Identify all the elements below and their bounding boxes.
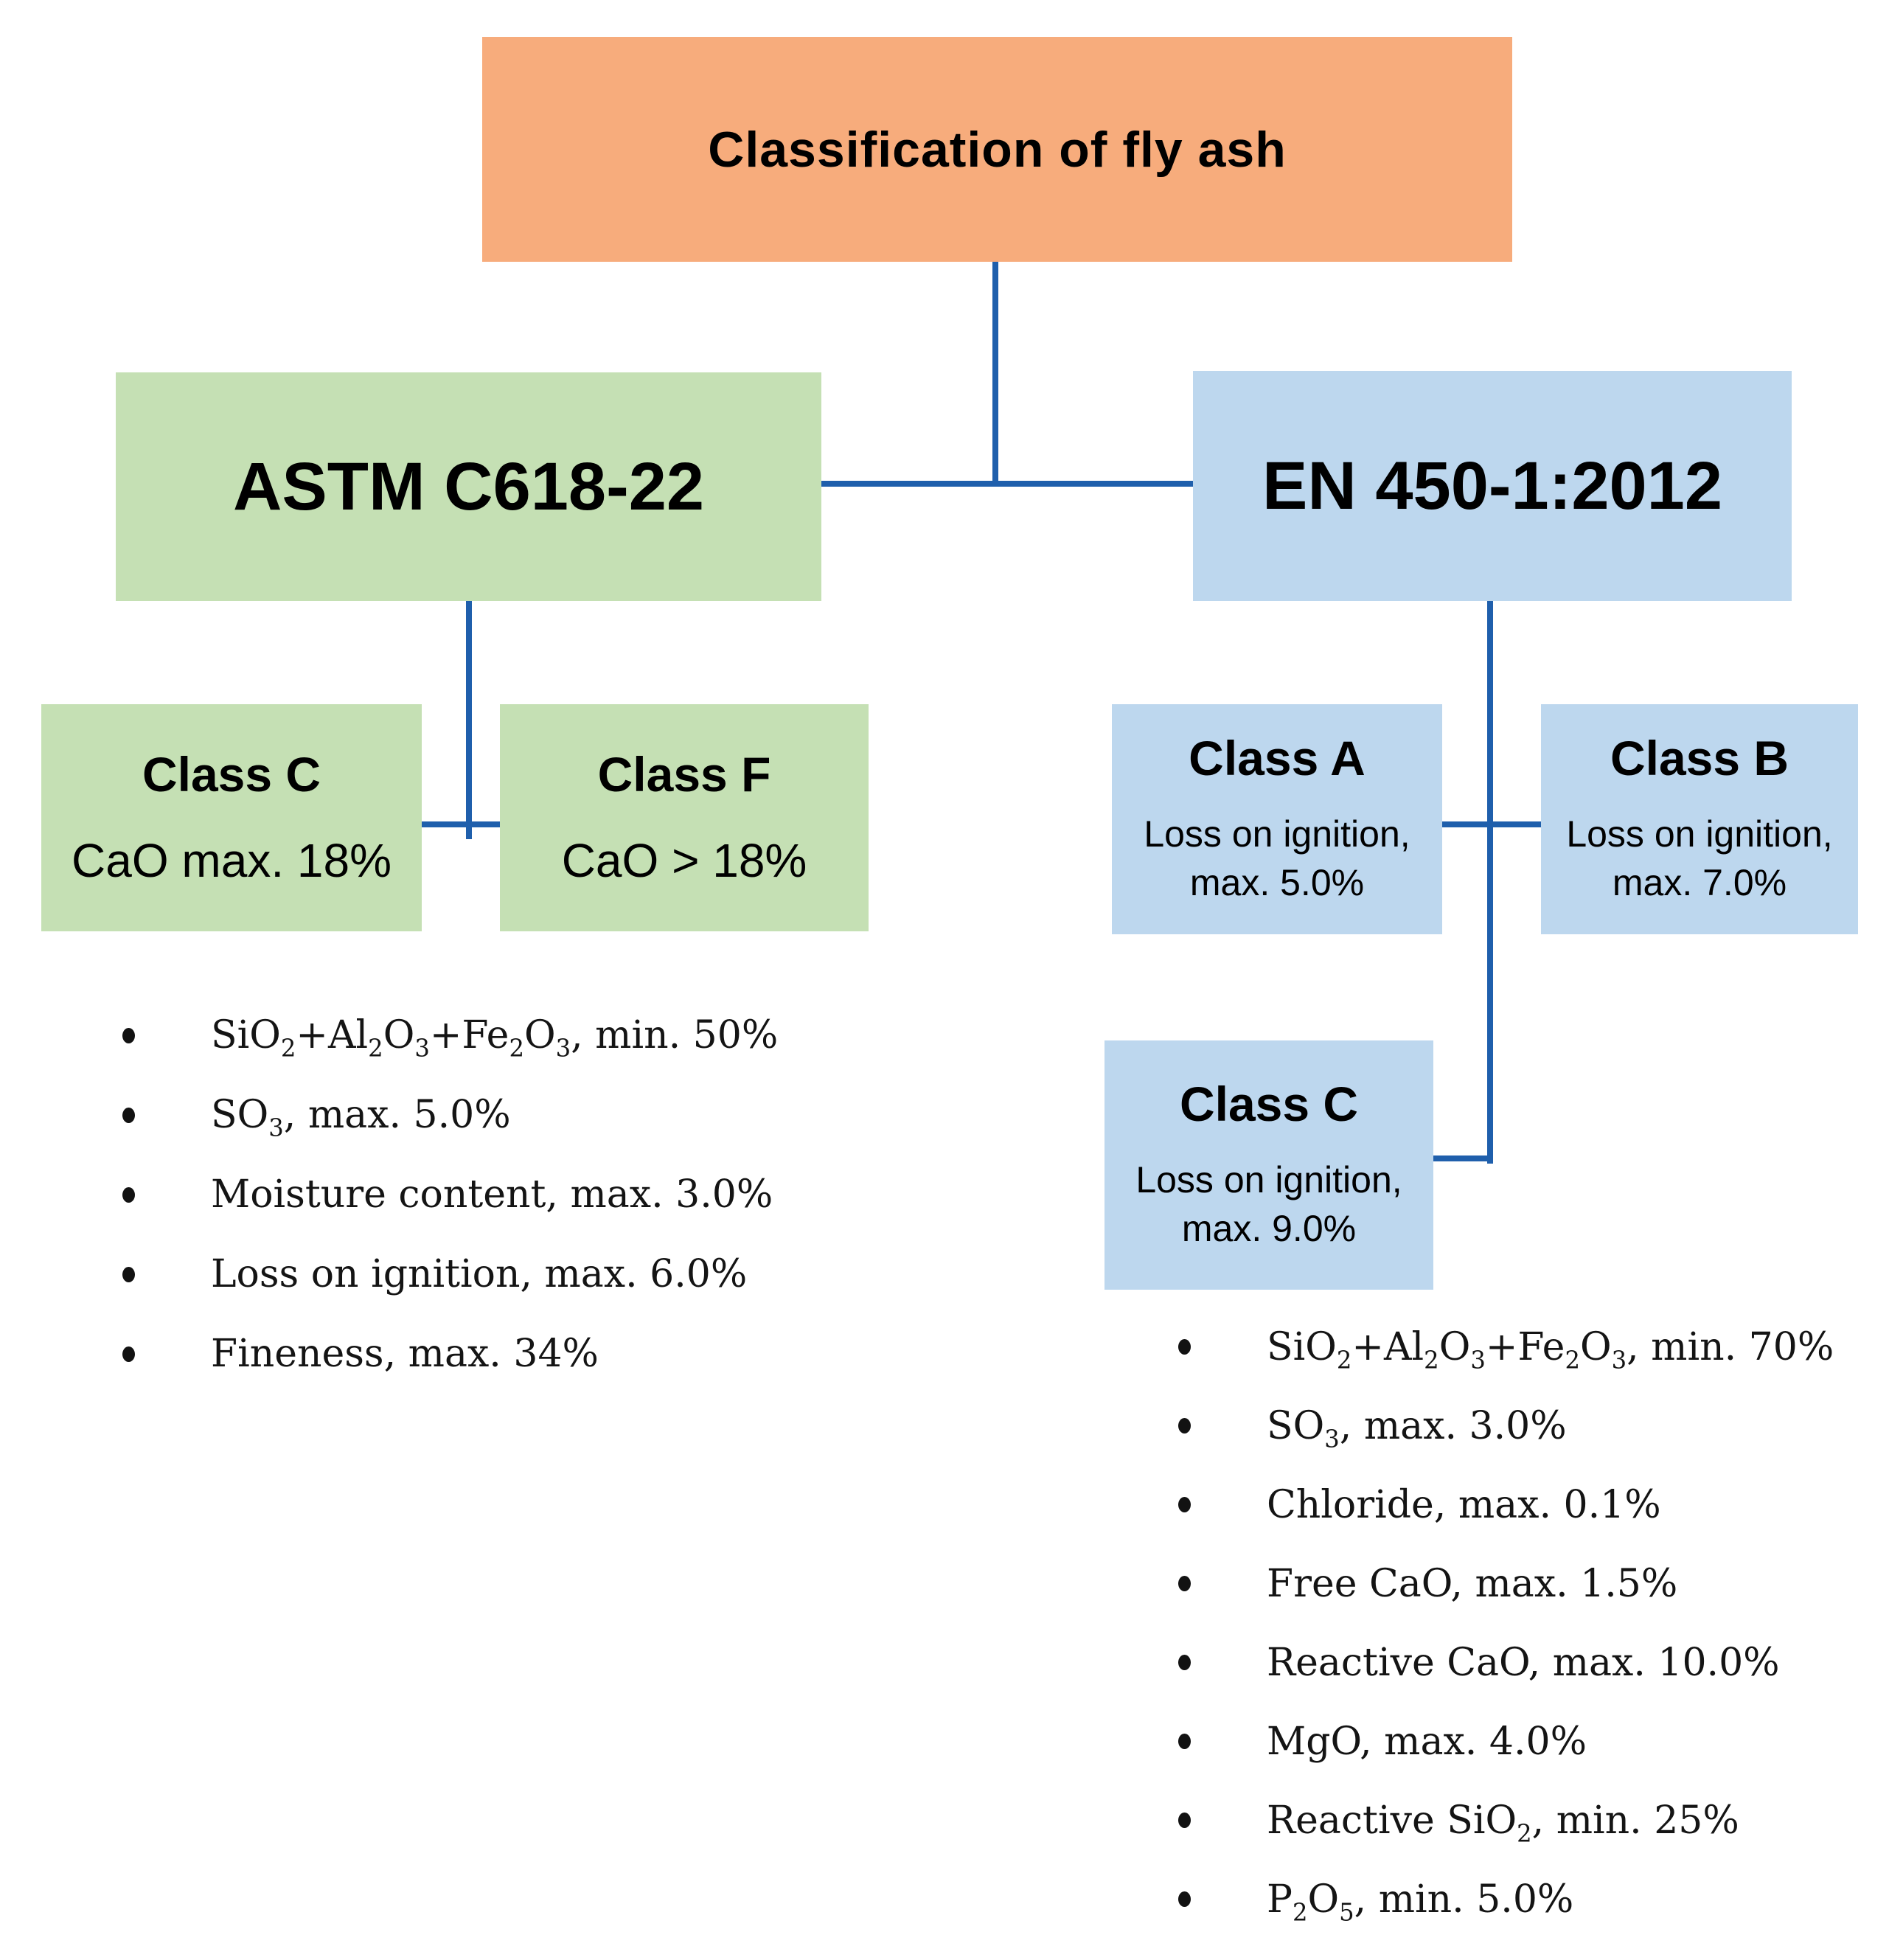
- criterion-line2: max. 7.0%: [1612, 862, 1787, 904]
- astm-standard-box: ASTM C618-22: [116, 372, 821, 601]
- criterion-line1: Loss on ignition,: [1135, 1159, 1402, 1201]
- en-class-b-box: Class B Loss on ignition, max. 7.0%: [1541, 704, 1858, 934]
- en-class-c-box: Class C Loss on ignition, max. 9.0%: [1104, 1040, 1433, 1290]
- requirement-item: Moisture content, max. 3.0%: [122, 1155, 904, 1234]
- requirement-item: Chloride, max. 0.1%: [1178, 1465, 1879, 1544]
- requirement-text: Chloride, max. 0.1%: [1267, 1482, 1661, 1527]
- connector-title-horizontal: [821, 481, 1193, 487]
- requirement-text: Reactive CaO, max. 10.0%: [1267, 1640, 1780, 1685]
- class-criterion: Loss on ignition, max. 7.0%: [1566, 810, 1832, 907]
- requirement-item: Loss on ignition, max. 6.0%: [122, 1234, 904, 1314]
- title-box: Classification of fly ash: [482, 37, 1512, 262]
- requirement-text: SO3, max. 5.0%: [211, 1093, 511, 1142]
- connector-en-class-c-elbow: [1433, 1156, 1493, 1161]
- requirement-text: Moisture content, max. 3.0%: [211, 1172, 773, 1217]
- class-criterion: Loss on ignition, max. 9.0%: [1135, 1156, 1402, 1253]
- class-name: Class B: [1610, 730, 1789, 785]
- bullet-icon: [1178, 1339, 1191, 1355]
- class-criterion: CaO > 18%: [561, 833, 807, 887]
- requirement-text: MgO, max. 4.0%: [1267, 1719, 1587, 1764]
- requirement-item: Reactive SiO2, min. 25%: [1178, 1781, 1879, 1860]
- bullet-icon: [122, 1186, 135, 1203]
- astm-standard-label: ASTM C618-22: [232, 448, 705, 524]
- requirement-text: P2O5, min. 5.0%: [1267, 1877, 1574, 1926]
- requirement-text: Fineness, max. 34%: [211, 1332, 599, 1376]
- requirement-item: Reactive CaO, max. 10.0%: [1178, 1623, 1879, 1702]
- requirement-item: MgO, max. 4.0%: [1178, 1702, 1879, 1781]
- requirement-item: Free CaO, max. 1.5%: [1178, 1544, 1879, 1623]
- criterion-line1: Loss on ignition,: [1144, 813, 1410, 855]
- criterion-line2: max. 9.0%: [1181, 1208, 1357, 1250]
- bullet-icon: [122, 1266, 135, 1282]
- bullet-icon: [1178, 1655, 1191, 1670]
- requirement-item: SiO2+Al2O3+Fe2O3, min. 70%: [1178, 1307, 1879, 1386]
- requirement-item: P2O5, min. 5.0%: [1178, 1860, 1879, 1939]
- bullet-icon: [1178, 1576, 1191, 1591]
- requirement-text: SiO2+Al2O3+Fe2O3, min. 70%: [1267, 1324, 1834, 1374]
- connector-astm-classes-bridge: [414, 821, 510, 827]
- astm-class-c-box: Class C CaO max. 18%: [41, 704, 422, 931]
- requirement-item: SiO2+Al2O3+Fe2O3, min. 50%: [122, 995, 904, 1075]
- requirement-text: SO3, max. 3.0%: [1267, 1403, 1567, 1453]
- class-criterion: Loss on ignition, max. 5.0%: [1144, 810, 1410, 907]
- connector-astm-vertical: [466, 601, 472, 839]
- bullet-icon: [122, 1107, 135, 1123]
- requirement-text: SiO2+Al2O3+Fe2O3, min. 50%: [211, 1013, 779, 1063]
- en-standard-box: EN 450-1:2012: [1193, 371, 1792, 601]
- class-name: Class C: [142, 746, 321, 802]
- diagram-title: Classification of fly ash: [708, 121, 1287, 178]
- criterion-line1: Loss on ignition,: [1566, 813, 1833, 855]
- requirement-item: Fineness, max. 34%: [122, 1314, 904, 1394]
- bullet-icon: [1178, 1891, 1191, 1907]
- requirement-text: Free CaO, max. 1.5%: [1267, 1561, 1678, 1606]
- bullet-icon: [1178, 1734, 1191, 1749]
- requirement-item: SO3, max. 3.0%: [1178, 1386, 1879, 1465]
- en-class-a-box: Class A Loss on ignition, max. 5.0%: [1112, 704, 1442, 934]
- class-criterion: CaO max. 18%: [72, 833, 392, 887]
- connector-en-vertical: [1487, 601, 1493, 1164]
- connector-title-vertical: [992, 262, 998, 486]
- bullet-icon: [122, 1027, 135, 1043]
- requirement-text: Reactive SiO2, min. 25%: [1267, 1798, 1739, 1847]
- connector-en-classes-bridge: [1438, 821, 1545, 827]
- class-name: Class C: [1179, 1076, 1359, 1131]
- bullet-icon: [1178, 1418, 1191, 1433]
- en-standard-label: EN 450-1:2012: [1262, 448, 1722, 524]
- astm-requirements-list: SiO2+Al2O3+Fe2O3, min. 50% SO3, max. 5.0…: [122, 995, 904, 1394]
- class-name: Class F: [597, 746, 771, 802]
- bullet-icon: [1178, 1497, 1191, 1512]
- requirement-item: SO3, max. 5.0%: [122, 1075, 904, 1155]
- en-requirements-list: SiO2+Al2O3+Fe2O3, min. 70% SO3, max. 3.0…: [1178, 1307, 1879, 1939]
- bullet-icon: [122, 1346, 135, 1362]
- bullet-icon: [1178, 1813, 1191, 1828]
- astm-class-f-box: Class F CaO > 18%: [500, 704, 869, 931]
- criterion-line2: max. 5.0%: [1189, 862, 1365, 904]
- class-name: Class A: [1189, 730, 1366, 785]
- requirement-text: Loss on ignition, max. 6.0%: [211, 1252, 748, 1296]
